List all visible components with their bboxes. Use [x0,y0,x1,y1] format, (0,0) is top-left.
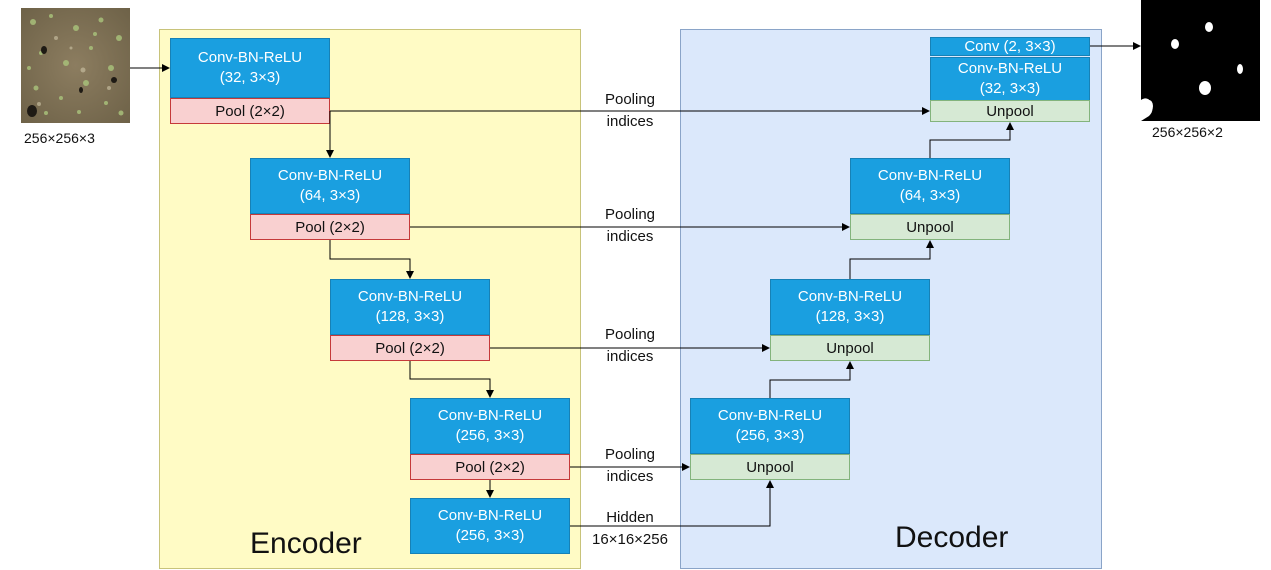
encoder-conv-4-title: Conv-BN-ReLU [437,407,543,424]
decoder-conv-1-title: Conv-BN-ReLU [957,60,1063,77]
decoder-conv-4-params: (256, 3×3) [735,427,805,444]
encoder-pool-2: Pool (2×2) [250,214,410,240]
decoder-conv-1: Conv-BN-ReLU (32, 3×3) [930,57,1090,101]
encoder-pool-1: Pool (2×2) [170,98,330,124]
decoder-final-conv: Conv (2, 3×3) [930,37,1090,56]
encoder-conv-2-title: Conv-BN-ReLU [277,167,383,184]
pooling-label-4-line2: indices [606,468,654,485]
encoder-conv-4-params: (256, 3×3) [455,427,525,444]
decoder-conv-3: Conv-BN-ReLU (128, 3×3) [770,279,930,335]
pooling-label-1-line2: indices [606,113,654,130]
decoder-conv-4: Conv-BN-ReLU (256, 3×3) [690,398,850,454]
encoder-conv-1-title: Conv-BN-ReLU [197,49,303,66]
encoder-conv-1: Conv-BN-ReLU (32, 3×3) [170,38,330,98]
pooling-label-2-line1: Pooling [604,206,656,223]
input-soil-image [21,8,130,123]
output-mask-image [1141,0,1260,121]
output-dims: 256×256×2 [1152,124,1223,140]
encoder-pool-3: Pool (2×2) [330,335,490,361]
decoder-conv-2: Conv-BN-ReLU (64, 3×3) [850,158,1010,214]
pooling-indices-label-4: Pooling indices [590,444,670,488]
decoder-conv-4-title: Conv-BN-ReLU [717,407,823,424]
pooling-label-4-line1: Pooling [604,446,656,463]
bottleneck-conv-title: Conv-BN-ReLU [437,507,543,524]
decoder-unpool-3: Unpool [770,335,930,361]
arrow-pool2-to-conv3 [329,240,414,279]
pooling-label-3-line1: Pooling [604,326,656,343]
arrow-hidden [570,480,774,527]
decoder-conv-2-params: (64, 3×3) [899,187,961,204]
encoder-conv-3-title: Conv-BN-ReLU [357,288,463,305]
hidden-label-line1: Hidden [606,509,654,526]
pooling-indices-label-1: Pooling indices [590,89,670,133]
encoder-pool-4: Pool (2×2) [410,454,570,480]
pooling-label-3-line2: indices [606,348,654,365]
pooling-indices-label-2: Pooling indices [590,204,670,248]
decoder-unpool-1: Unpool [930,100,1090,122]
arrow-conv4-to-unpool3 [769,361,854,398]
decoder-title: Decoder [895,521,1009,554]
encoder-conv-3-params: (128, 3×3) [375,308,445,325]
bottleneck-conv-params: (256, 3×3) [455,527,525,544]
arrow-conv2-to-unpool1 [929,122,1014,158]
encoder-bottleneck-conv: Conv-BN-ReLU (256, 3×3) [410,498,570,554]
encoder-conv-2-params: (64, 3×3) [299,187,361,204]
encoder-conv-3: Conv-BN-ReLU (128, 3×3) [330,279,490,335]
decoder-conv-1-params: (32, 3×3) [979,80,1041,97]
input-dims: 256×256×3 [24,130,95,146]
decoder-conv-3-title: Conv-BN-ReLU [797,288,903,305]
encoder-title: Encoder [250,527,362,560]
arrow-conv3-to-unpool2 [849,240,934,279]
pooling-label-2-line2: indices [606,228,654,245]
decoder-unpool-2: Unpool [850,214,1010,240]
encoder-conv-2: Conv-BN-ReLU (64, 3×3) [250,158,410,214]
encoder-conv-1-params: (32, 3×3) [219,69,281,86]
decoder-conv-3-params: (128, 3×3) [815,308,885,325]
decoder-unpool-4: Unpool [690,454,850,480]
hidden-label: Hidden 16×16×256 [580,507,680,551]
decoder-conv-2-title: Conv-BN-ReLU [877,167,983,184]
hidden-label-line2: 16×16×256 [592,531,668,548]
pooling-indices-label-3: Pooling indices [590,324,670,368]
arrow-pool3-to-conv4 [409,361,494,398]
encoder-conv-4: Conv-BN-ReLU (256, 3×3) [410,398,570,454]
pooling-label-1-line1: Pooling [604,91,656,108]
